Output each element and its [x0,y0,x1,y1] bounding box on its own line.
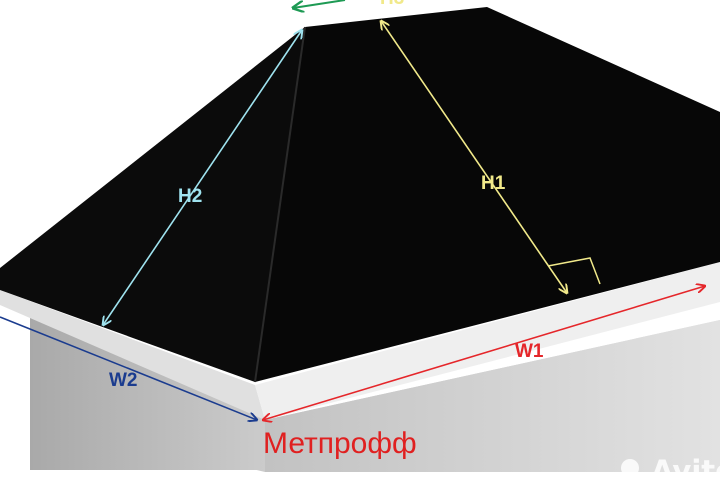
avito-dots-icon [618,459,649,490]
h3-label: H3 [380,0,404,9]
w1-label: W1 [515,341,544,362]
h2-label: H2 [178,186,202,207]
h3-arrow [293,0,346,8]
w2-label: W2 [109,370,138,391]
avito-watermark: Avito [618,454,720,490]
w2-arrow [0,316,257,420]
w1-arrow [263,286,705,420]
right-angle-mark [547,257,601,285]
watermark-text: Avito [651,454,720,488]
h2-arrow [103,30,302,325]
brand-text: Метпрофф [263,427,417,460]
eave-trim-side [0,290,265,420]
h1-label: H1 [481,173,506,194]
h1-arrow [381,21,567,293]
ground-shadow [0,470,720,495]
